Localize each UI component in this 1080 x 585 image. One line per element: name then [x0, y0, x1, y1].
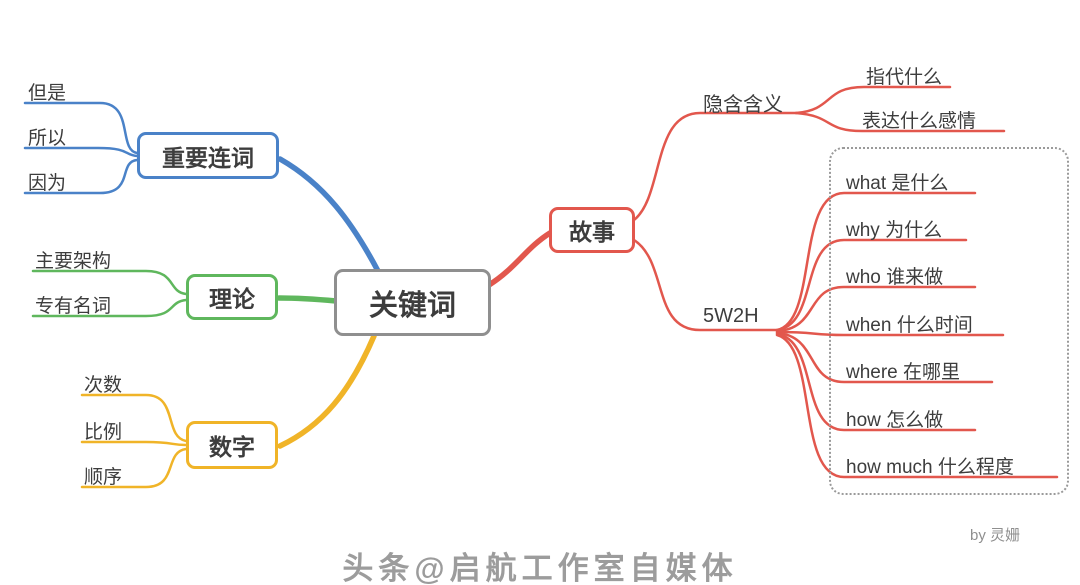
subbranch-line-implied-meaning	[632, 111, 798, 222]
leaf-expresses-emotion: 表达什么感情	[862, 111, 977, 132]
leaf-where: where 在哪里	[846, 362, 961, 383]
leaf-so: 所以	[28, 128, 67, 149]
leaf-because: 因为	[28, 173, 67, 194]
branch-node-theory: 理论	[186, 274, 278, 320]
leaf-refers-to-what: 指代什么	[866, 67, 943, 88]
node-5w2h: 5W2H	[703, 305, 759, 327]
5w2h-group-box	[829, 147, 1069, 495]
branch-line-theory	[276, 295, 339, 304]
leaf-but: 但是	[28, 83, 67, 104]
branch-node-conjunctions: 重要连词	[137, 132, 279, 179]
leaf-what: what 是什么	[846, 173, 949, 194]
leaf-proper-noun: 专有名词	[35, 296, 112, 317]
credit-text: by 灵姗	[970, 527, 1021, 544]
leaf-when: when 什么时间	[846, 315, 973, 336]
leaf-how-much: how much 什么程度	[846, 457, 1014, 478]
branch-line-numbers	[277, 333, 377, 449]
leaf-ratio: 比例	[84, 422, 123, 443]
root-node-keywords: 关键词	[334, 269, 491, 336]
branch-node-story: 故事	[549, 207, 635, 253]
leaf-order: 顺序	[84, 467, 123, 488]
branch-line-story	[486, 230, 553, 288]
leaf-who: who 谁来做	[846, 267, 944, 288]
leaf-main-structure: 主要架构	[35, 251, 112, 272]
branch-line-conjunctions	[277, 156, 381, 274]
branch-node-numbers: 数字	[186, 421, 278, 469]
leaf-count: 次数	[84, 375, 123, 396]
leaf-how: how 怎么做	[846, 410, 944, 431]
node-implied-meaning: 隐含含义	[703, 94, 783, 116]
watermark-text: 头条@启航工作室自媒体	[342, 551, 738, 585]
leaf-why: why 为什么	[846, 220, 943, 241]
